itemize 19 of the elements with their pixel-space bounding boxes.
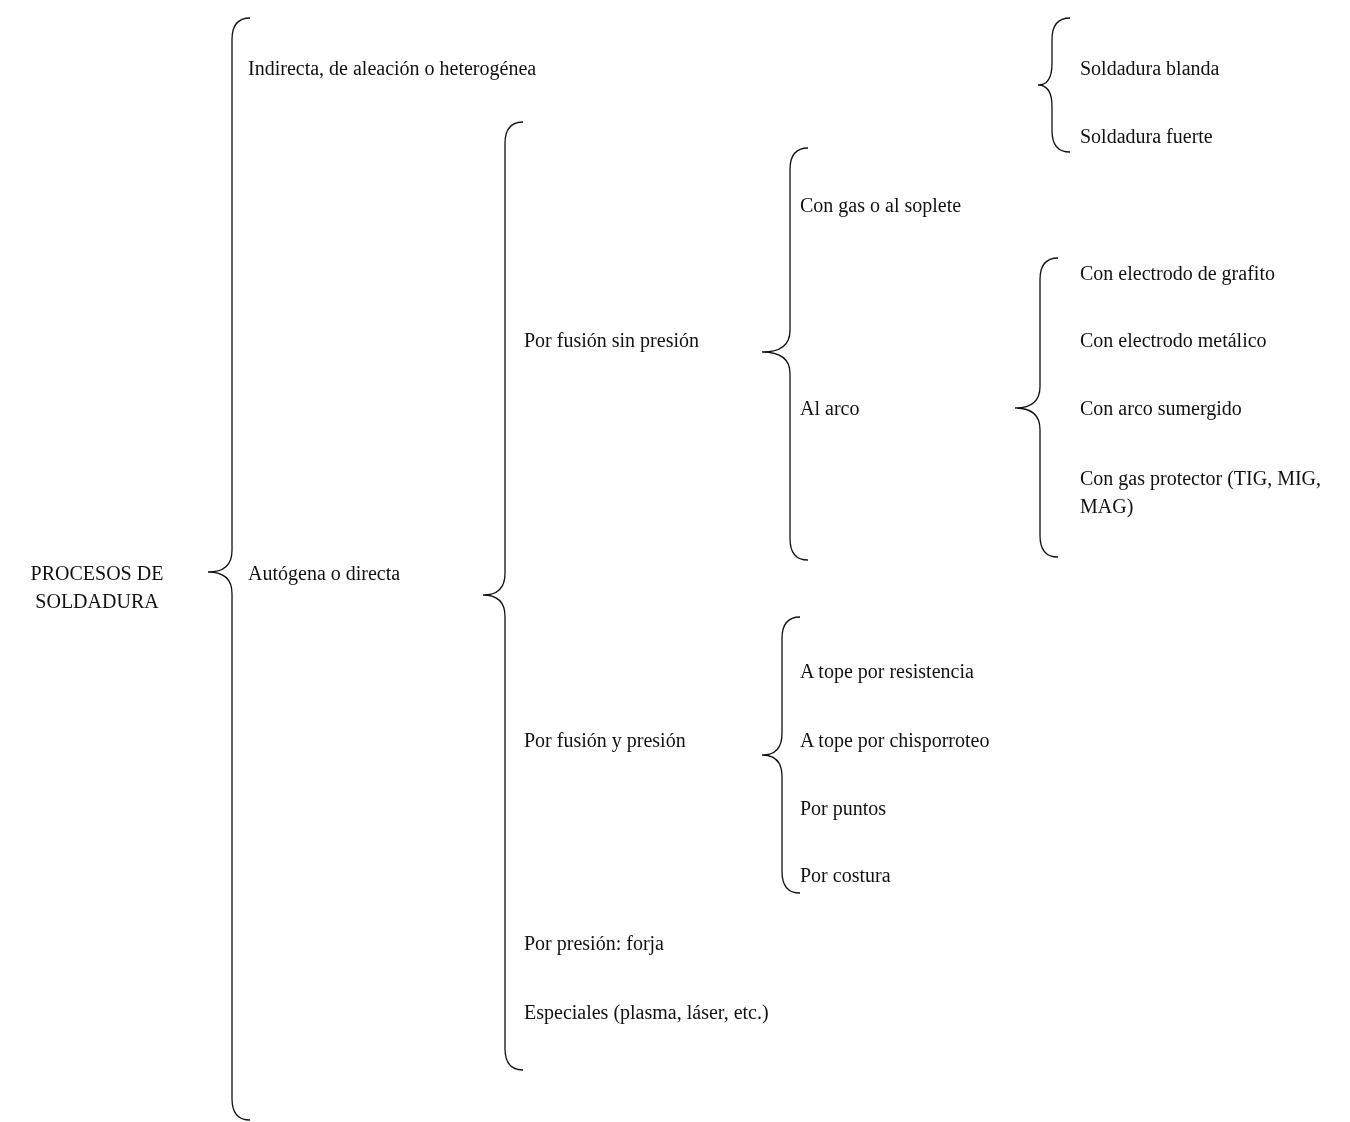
- category-label: Indirecta, de aleación o heterogénea: [248, 56, 537, 82]
- root-label: PROCESOS DE SOLDADURA: [29, 561, 165, 614]
- category-label: A tope por resistencia: [800, 659, 974, 685]
- category-label: Con arco sumergido: [1080, 396, 1242, 422]
- category-label: Con gas o al soplete: [800, 193, 962, 219]
- category-label: A tope por chisporroteo: [800, 728, 990, 754]
- category-label: Por fusión y presión: [524, 728, 686, 754]
- category-label: Por puntos: [800, 796, 887, 822]
- category-label: Con electrodo metálico: [1080, 328, 1267, 353]
- category-label: Con gas protector (TIG, MIG, MAG): [1080, 466, 1323, 520]
- category-label: Especiales (plasma, láser, etc.): [524, 1000, 769, 1026]
- category-label: Por fusión sin presión: [524, 328, 699, 354]
- category-label: Al arco: [800, 396, 860, 421]
- category-label: Por presión: forja: [524, 931, 664, 957]
- category-label: Soldadura blanda: [1080, 56, 1220, 81]
- category-label: Autógena o directa: [248, 561, 401, 587]
- category-label: Soldadura fuerte: [1080, 124, 1213, 149]
- category-label: Con electrodo de grafito: [1080, 261, 1275, 287]
- category-label: Por costura: [800, 863, 891, 888]
